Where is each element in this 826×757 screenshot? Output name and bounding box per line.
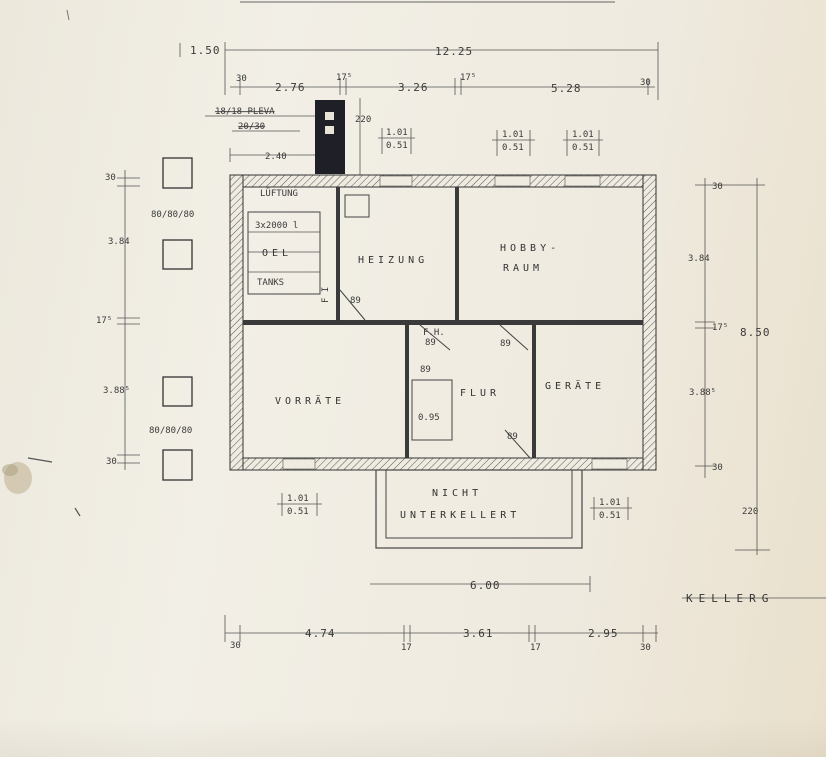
door-flur: 89 bbox=[507, 432, 518, 442]
window-dims-top: 1.01 0.51 1.01 0.51 1.01 0.51 bbox=[378, 128, 603, 156]
chimney-size-label: 20/30 bbox=[238, 122, 265, 132]
window-b1-bottom: 0.51 bbox=[287, 507, 309, 517]
right-dim-850: 8.50 bbox=[740, 326, 771, 339]
left-dim-384: 3.84 bbox=[108, 237, 130, 247]
room-tanks: TANKS bbox=[257, 278, 284, 288]
door-fh-width: 89 bbox=[425, 338, 436, 348]
window-b1-top: 1.01 bbox=[287, 494, 309, 504]
dim-326: 3.26 bbox=[398, 81, 429, 94]
dim-276: 2.76 bbox=[275, 81, 306, 94]
dim-bottom-17-a: 17 bbox=[401, 643, 412, 653]
dim-175-b: 17⁵ bbox=[460, 73, 476, 83]
dim-600: 6.00 bbox=[470, 579, 501, 592]
door-heizung: 89 bbox=[350, 296, 361, 306]
left-dimension-chain: 30 3.84 17⁵ 3.88⁵ 30 bbox=[96, 170, 140, 470]
tank-capacity: 3x2000 l bbox=[255, 221, 298, 231]
paper-stains bbox=[2, 9, 81, 517]
chimney-width: 2.40 bbox=[265, 152, 287, 162]
paper-shadow bbox=[0, 717, 826, 757]
dim-bottom-30-a: 30 bbox=[230, 641, 241, 651]
right-dim-175: 17⁵ bbox=[712, 323, 728, 333]
left-dim-30-bottom: 30 bbox=[106, 457, 117, 467]
room-raum: RAUM bbox=[503, 263, 543, 274]
dim-150: 1.50 bbox=[190, 44, 221, 57]
dim-1225: 12.25 bbox=[435, 45, 473, 58]
room-unterkellert: UNTERKELLERT bbox=[400, 510, 520, 521]
right-dim-384: 3.84 bbox=[688, 254, 710, 264]
window-2-bottom: 0.51 bbox=[502, 143, 524, 153]
room-flur: FLUR bbox=[460, 388, 500, 399]
room-heizung: HEIZUNG bbox=[358, 255, 428, 266]
window-b2-bottom: 0.51 bbox=[599, 511, 621, 521]
dim-30-b: 30 bbox=[640, 78, 651, 88]
dim-361: 3.61 bbox=[463, 627, 494, 640]
dim-bottom-17-b: 17 bbox=[530, 643, 541, 653]
window-dims-bottom: 1.01 0.51 1.01 0.51 bbox=[277, 493, 632, 521]
top-dimension-chain: 1.50 12.25 30 2.76 17⁵ 3.26 17⁵ 5.28 30 bbox=[179, 42, 659, 100]
dim-175-a: 17⁵ bbox=[336, 73, 352, 83]
dim-bottom-30-b: 30 bbox=[640, 643, 651, 653]
window-1-bottom: 0.51 bbox=[386, 141, 408, 151]
pillar-size-top: 80/80/80 bbox=[151, 210, 194, 220]
right-dim-30-bottom: 30 bbox=[712, 463, 723, 473]
window-3-bottom: 0.51 bbox=[572, 143, 594, 153]
room-geraete: GERÄTE bbox=[545, 379, 605, 392]
sheet-title-text: KELLERG bbox=[686, 592, 774, 605]
right-dim-30-top: 30 bbox=[712, 182, 723, 192]
left-dim-3885: 3.88⁵ bbox=[103, 386, 130, 396]
left-dim-175: 17⁵ bbox=[96, 316, 112, 326]
dim-30-a: 30 bbox=[236, 74, 247, 84]
sheet-title: KELLERG bbox=[682, 592, 826, 605]
stair-width: 0.95 bbox=[418, 413, 440, 423]
dim-295: 2.95 bbox=[588, 627, 619, 640]
chimney: 18/18 PLEVA 20/30 220 2.40 bbox=[205, 98, 371, 175]
room-nicht: NICHT bbox=[432, 488, 482, 499]
bottom-dimension-chain: 6.00 30 4.74 17 3.61 17 2.95 30 bbox=[224, 576, 658, 653]
door-stair: 89 bbox=[420, 365, 431, 375]
annex-outline bbox=[375, 469, 583, 549]
pillar-size-bottom: 80/80/80 bbox=[149, 426, 192, 436]
room-lueftung: LÜFTUNG bbox=[260, 188, 298, 199]
window-1-top: 1.01 bbox=[386, 128, 408, 138]
door-geraete: 89 bbox=[500, 339, 511, 349]
right-dim-3885: 3.88⁵ bbox=[689, 388, 716, 398]
chimney-pleva-label: 18/18 PLEVA bbox=[215, 107, 275, 117]
chimney-height: 220 bbox=[355, 115, 371, 125]
room-vorraete: VORRÄTE bbox=[275, 394, 345, 407]
right-dim-220: 220 bbox=[742, 507, 758, 517]
oil-tanks bbox=[247, 194, 370, 295]
dim-474: 4.74 bbox=[305, 627, 336, 640]
left-dim-30-top: 30 bbox=[105, 173, 116, 183]
room-labels: LÜFTUNG 3x2000 l OEL TANKS HEIZUNG HOBBY… bbox=[255, 188, 605, 521]
window-b2-top: 1.01 bbox=[599, 498, 621, 508]
window-2-top: 1.01 bbox=[502, 130, 524, 140]
pillars: 80/80/80 80/80/80 bbox=[149, 157, 194, 481]
building-walls bbox=[229, 174, 657, 471]
dim-528: 5.28 bbox=[551, 82, 582, 95]
doors: 89 F I F.H. 89 89 89 89 0.95 bbox=[321, 287, 531, 459]
door-fi: F I bbox=[321, 287, 331, 303]
door-fh: F.H. bbox=[423, 328, 445, 338]
room-oel: OEL bbox=[262, 248, 292, 259]
right-dimension-chain: 30 3.84 17⁵ 8.50 3.88⁵ 30 220 bbox=[688, 178, 771, 555]
window-3-top: 1.01 bbox=[572, 130, 594, 140]
room-hobby: HOBBY- bbox=[500, 243, 560, 254]
